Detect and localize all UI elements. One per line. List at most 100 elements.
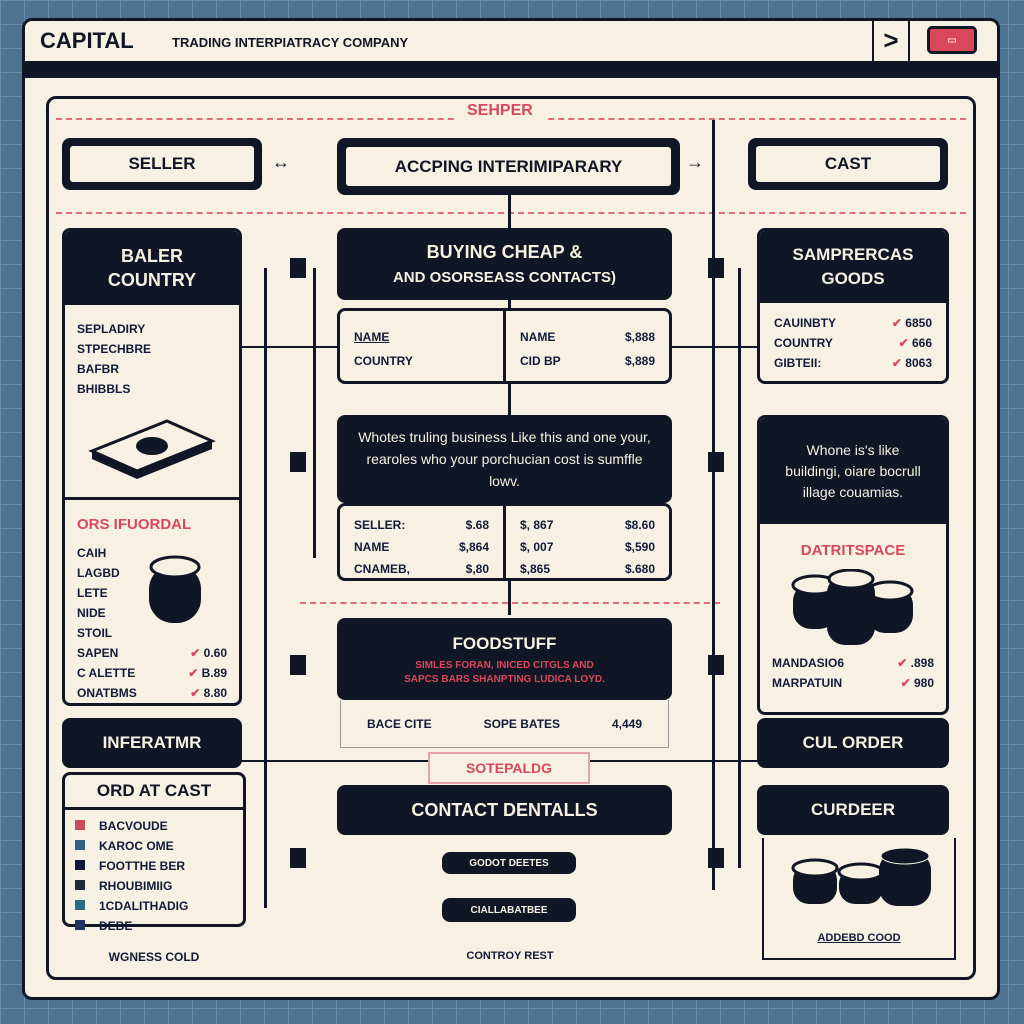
intermediary-label: ACCPING INTERIMIPARARY	[346, 147, 671, 186]
contact-details-button[interactable]: CONTACT DENTALLS	[337, 785, 672, 835]
list-item: SEPLADIRY	[77, 322, 146, 336]
node-icon	[290, 258, 306, 278]
seller-items: SEPLADIRY STPECHBRE BAFBR BHIBBLS	[65, 305, 239, 413]
table-row: SELLER:$.68	[354, 514, 489, 536]
legend-label: BACVOUDE	[99, 819, 168, 833]
node-icon	[290, 848, 306, 868]
list-item: LETE	[77, 586, 108, 600]
legend-swatch	[75, 900, 85, 910]
table-column: NAME COUNTRY	[340, 311, 506, 381]
table-row: CID BP$,889	[520, 349, 655, 373]
cell: $,864	[458, 540, 489, 554]
connector	[313, 268, 316, 558]
coins-icon	[791, 847, 931, 906]
buying-title: BUYING CHEAP &	[426, 242, 583, 262]
check-icon: ✔	[891, 316, 906, 330]
cell: GIBTEII:	[774, 356, 822, 370]
priced-row: SAPEN✔ 0.60	[77, 643, 227, 663]
node-icon	[708, 848, 724, 868]
storage-title: DATRITSPACE	[800, 542, 906, 559]
legend-label: DEBE	[99, 919, 133, 933]
row-value: 0.60	[203, 646, 227, 660]
node-icon	[708, 258, 724, 278]
table-row: MANDASIO6 ✔ .898	[772, 653, 934, 673]
cell: $.68	[465, 518, 489, 532]
goods-rows: CAUINBTY✔ 6850 COUNTRY✔ 666 GIBTEII:✔ 80…	[760, 303, 946, 383]
storage-rows: MANDASIO6✔ .898 MARPATUIN✔ 980	[760, 649, 946, 697]
cell: 4,449	[611, 716, 643, 731]
check-icon: ✔	[897, 656, 911, 670]
callback-button[interactable]: CIALLABATBEE	[442, 898, 576, 922]
cast-button[interactable]: CAST	[748, 138, 948, 190]
table-column: NAME$,888 CID BP$,889	[506, 311, 669, 381]
legend-item: BACVOUDE	[75, 816, 233, 836]
close-button[interactable]: ▭	[927, 26, 977, 54]
coin-box: ADDEBD COOD	[762, 838, 956, 960]
cell: COUNTRY	[774, 336, 833, 350]
foodstuff-title: FOODSTUFF	[452, 633, 557, 653]
section-title: SEHPER	[455, 102, 545, 120]
funds-section: ORS IFUORDAL CAIH LAGBD LETE NIDE STOIL …	[65, 497, 239, 719]
list-item: STPECHBRE	[77, 342, 152, 356]
seller-country-card: BALER COUNTRY SEPLADIRY STPECHBRE BAFBR …	[62, 228, 242, 706]
cell: MANDASIO6	[772, 656, 845, 670]
cell: NAME	[354, 330, 390, 344]
cell: $,865	[520, 562, 551, 576]
order-cast-card: ORD AT CAST BACVOUDE KAROC OME FOOTTHE B…	[62, 772, 246, 933]
funds-title: ORS IFUORDAL	[77, 516, 192, 533]
node-icon	[290, 452, 306, 472]
row-value: B.89	[201, 666, 227, 680]
table-row: CNAMEB, $,80	[354, 558, 489, 580]
buying-subtitle: AND OSORSEASS CONTACTS)	[392, 269, 617, 286]
connector	[672, 346, 757, 348]
intermediary-button[interactable]: ACCPING INTERIMIPARARY	[337, 138, 680, 195]
diagram-frame	[46, 96, 976, 980]
check-icon: ✔	[891, 356, 906, 370]
node-icon	[290, 655, 306, 675]
next-button[interactable]: >	[872, 18, 910, 62]
table-column: SELLER:$.68 NAME$,864 CNAMEB, $,80	[340, 506, 506, 578]
order-button[interactable]: CUL ORDER	[757, 718, 949, 768]
table-row: NAME$,864	[354, 536, 489, 558]
node-icon	[708, 452, 724, 472]
cell: $,80	[465, 562, 489, 576]
list-item: BAFBR	[77, 362, 119, 376]
priced-row: ONATBMS✔ 8.80	[77, 683, 227, 703]
list-item: BHIBBLS	[77, 382, 131, 396]
intermediator-button[interactable]: INFERATMR	[62, 718, 242, 768]
table-row: $,865$.680	[520, 558, 655, 580]
cell: CNAMEB,	[354, 562, 410, 576]
note-box: Whotes truling business Like this and on…	[337, 415, 672, 503]
godot-button[interactable]: GODOT DEETES	[442, 852, 576, 874]
left-footer: WGNESS COLD	[108, 950, 200, 964]
seller-button[interactable]: SELLER	[62, 138, 262, 190]
cash-stack-icon	[88, 419, 216, 479]
table-row: GIBTEII:✔ 8063	[774, 353, 932, 373]
arrow-right-icon: →	[686, 152, 704, 172]
connector	[508, 195, 511, 615]
cell: SOPE BATES	[483, 716, 561, 731]
brand-title: CAPITAL	[40, 28, 134, 53]
list-item: LAGBD	[77, 566, 120, 580]
legend-item: FOOTTHE BER	[75, 856, 233, 876]
connector	[738, 268, 741, 868]
cell: 666	[911, 336, 932, 350]
cell: $,889	[624, 354, 655, 368]
legend-item: KAROC OME	[75, 836, 233, 856]
goods-card: SAMPRERCAS GOODS CAUINBTY✔ 6850 COUNTRY✔…	[757, 228, 949, 384]
cell: $, 867	[520, 518, 554, 532]
goods-title: SAMPRERCAS GOODS	[760, 231, 946, 303]
legend-label: 1CDALITHADIG	[99, 899, 189, 913]
cell: NAME	[520, 330, 556, 344]
cell: .898	[910, 656, 934, 670]
curdeer-button[interactable]: CURDEER	[757, 785, 949, 835]
connector	[712, 120, 715, 890]
cell: COUNTRY	[354, 354, 413, 368]
list-item: CAIH	[77, 546, 107, 560]
check-icon: ✔	[188, 666, 202, 680]
list-item: NIDE	[77, 606, 106, 620]
storage-card: Whone is's like buildingi, oiare bocrull…	[757, 415, 949, 715]
connector	[264, 268, 267, 908]
row-label: C ALETTE	[77, 666, 136, 680]
legend-swatch	[75, 920, 85, 930]
